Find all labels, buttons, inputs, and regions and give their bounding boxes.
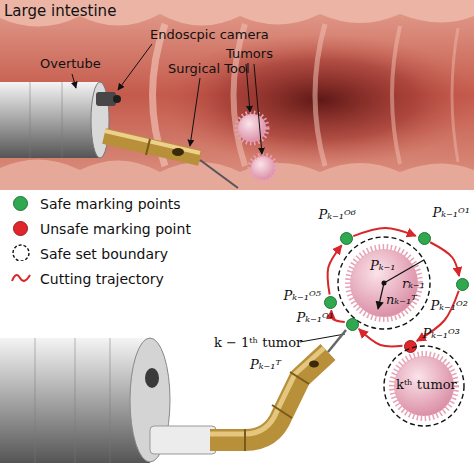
tool-hole [172,148,184,156]
colon-fold [452,28,458,162]
tumor-label: nₖ₋₁ᵀ [386,293,417,308]
tumor [238,114,266,142]
marking-point: Pₖ₋₁ᴼ⁵ [324,296,337,309]
cutting-trajectory [353,228,416,236]
point-label: Pₖ₋₁ᴼ⁵ [284,289,321,304]
tool-needle [328,330,346,352]
surgical-tool [104,131,238,188]
colon-fold [392,26,400,164]
tool-needle [200,160,238,188]
leader-line [190,78,200,146]
tool-hole [309,361,319,368]
point-label: Pₖ₋₁ᴼ⁶ [319,208,356,223]
tumor-spikes [392,354,456,418]
point-label: Pₖ₋₁ᵀ [250,358,281,373]
marking-point: Pₖ₋₁ᴼ¹ [346,318,359,331]
leader-line [72,74,76,88]
figure-label: Large intestine [4,3,116,20]
point-label: Pₖ₋₁ᴼ³ [423,327,460,342]
overtube-body [0,82,100,158]
tumor-label: k − 1ᵗʰ tumor [214,336,302,351]
point-label: Pₖ₋₁ᴼ² [431,299,468,314]
legend-text: Safe marking points [40,196,181,212]
tumor-label: kᵗʰ tumor [396,378,457,393]
tumor-spikes [237,113,267,143]
tool-highlight [210,348,324,434]
overtube [0,82,121,158]
leader-line [254,64,262,154]
legend-text: Safe set boundary [40,246,168,262]
overtube-ring [62,82,63,158]
trajectory-sample [12,275,30,281]
overtube-ring [110,338,111,463]
part-label: Surgical Tool [168,62,250,77]
colon-fold [234,24,246,166]
legend-swatch [10,268,32,286]
tumor-safe-set: Pₖ₋₁ rₖ₋₁nₖ₋₁ᵀ [336,235,432,331]
safe-set-boundary [384,346,464,426]
cutting-trajectory [359,329,403,346]
cutting-trajectory [328,245,342,294]
tool-sleeve [150,426,216,454]
large-intestine [0,0,474,190]
point-label: Pₖ₋₁ᴼ¹ [297,311,334,326]
leader-lines [72,44,345,342]
endoscope-close-up [0,330,346,463]
overtube-ring [75,338,76,463]
part-label: Overtube [40,57,101,72]
tumor-label: Pₖ₋₁ [370,259,396,274]
overtube-ring [30,82,31,158]
tumor-safe-set: kᵗʰ tumor [382,344,466,428]
tumor-illustration [237,113,276,181]
legend-swatch [13,221,28,236]
tool-joint [272,405,292,418]
camera-lens [145,368,159,388]
normal-vector [378,283,384,309]
colon-fold [0,0,474,27]
overtube-body [0,338,150,463]
tumor-label: rₖ₋₁ [402,277,425,292]
marking-point: Pₖ₋₁ᴼ¹ [418,232,431,245]
marking-point: Pₖ₋₁ᴼ² [456,278,469,291]
part-label: Tumors [226,47,273,62]
tumor-spikes [250,155,276,181]
camera-lens [113,95,121,103]
tool-joint [146,139,150,155]
point-label: Pₖ₋₁ᴼ¹ [433,206,470,221]
tumor [251,156,275,180]
safe-set-boundary [338,237,430,329]
tool-highlight [105,131,200,153]
colon-fold [315,24,325,166]
tumor-center [382,281,387,286]
legend-text: Cutting trajectory [40,271,164,287]
cutting-trajectory [430,242,459,276]
tool-joint [290,372,309,384]
leader-line [118,44,152,90]
tool-shaft [104,136,200,158]
tool-joint [244,429,246,451]
part-label: Endoscpic camera [150,28,269,43]
legend-swatch [13,196,28,211]
colon-fold [0,159,474,190]
legend-swatch [10,243,32,261]
overtube-ring [35,338,36,463]
marking-point: Pₖ₋₁ᴼ⁶ [340,232,353,245]
legend-text: Unsafe marking point [40,221,191,237]
boundary-sample [13,245,29,261]
